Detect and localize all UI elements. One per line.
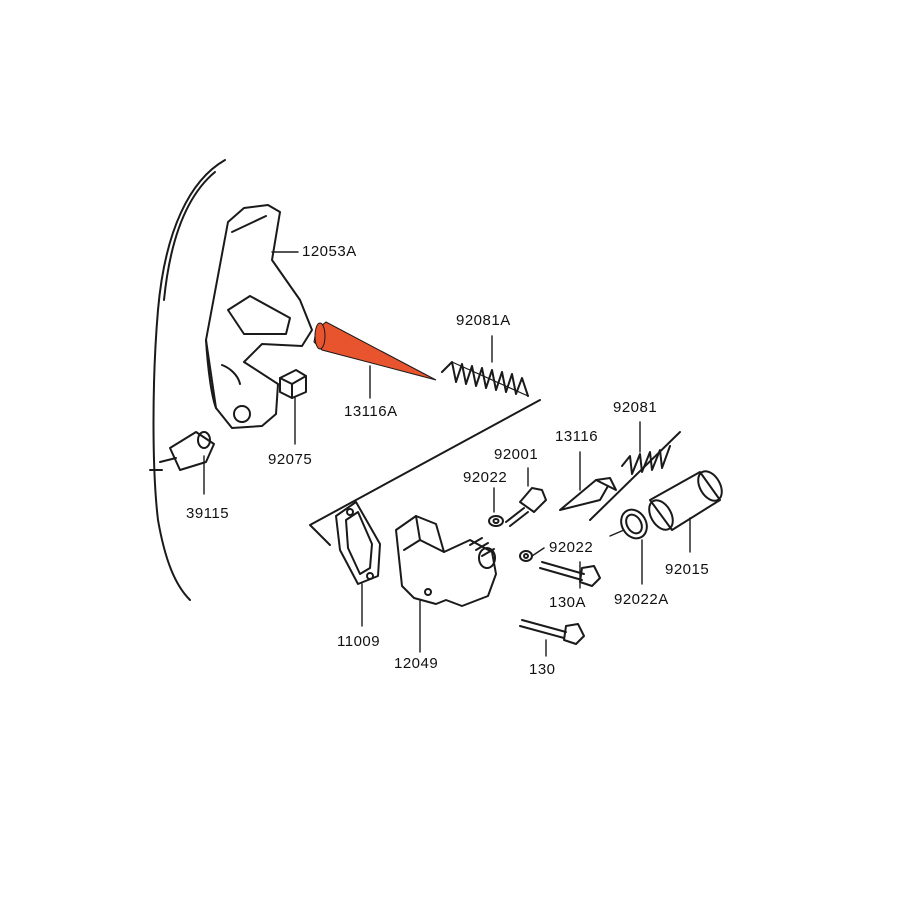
o-ring-92022a [620,508,648,540]
part-label-92081a: 92081A [456,312,511,329]
screw-92001 [505,487,547,527]
part-label-11009: 11009 [337,633,381,650]
tensioner-body-12049 [395,515,497,607]
part-label-39115: 39115 [186,505,230,522]
assembly-plane [309,399,681,546]
leader-lines [203,251,691,657]
part-label-130: 130 [529,661,556,678]
washer-92022-left [488,515,504,527]
part-label-92022a: 92022A [614,591,669,608]
pivot-bushing-39115 [159,431,215,471]
part-label-130a: 130A [549,594,587,611]
part-label-92081: 92081 [613,399,658,416]
spring-92081a [441,361,529,397]
engine-case-outline [149,159,226,601]
bolt-130 [519,619,585,645]
gasket-11009 [335,501,381,585]
part-label-92001: 92001 [494,446,539,463]
push-rod-13116 [559,477,617,511]
push-rod-13116a-highlight [313,321,437,381]
washer-92022-right [519,550,533,562]
part-label-92015: 92015 [665,561,710,578]
part-label-13116: 13116 [555,428,599,445]
cap-92015 [648,470,723,531]
part-label-12053a: 12053A [302,243,357,260]
part-label-13116a: 13116A [344,403,398,420]
part-label-92022: 92022 [463,469,508,486]
damper-block-92075 [279,369,307,399]
tensioner-guide-12053a [205,204,313,429]
part-label-92075: 92075 [268,451,313,468]
spring-92081 [621,445,671,475]
bolt-130a [539,561,601,587]
part-label-92022-right: 92022 [549,539,594,556]
part-label-12049: 12049 [394,655,439,672]
